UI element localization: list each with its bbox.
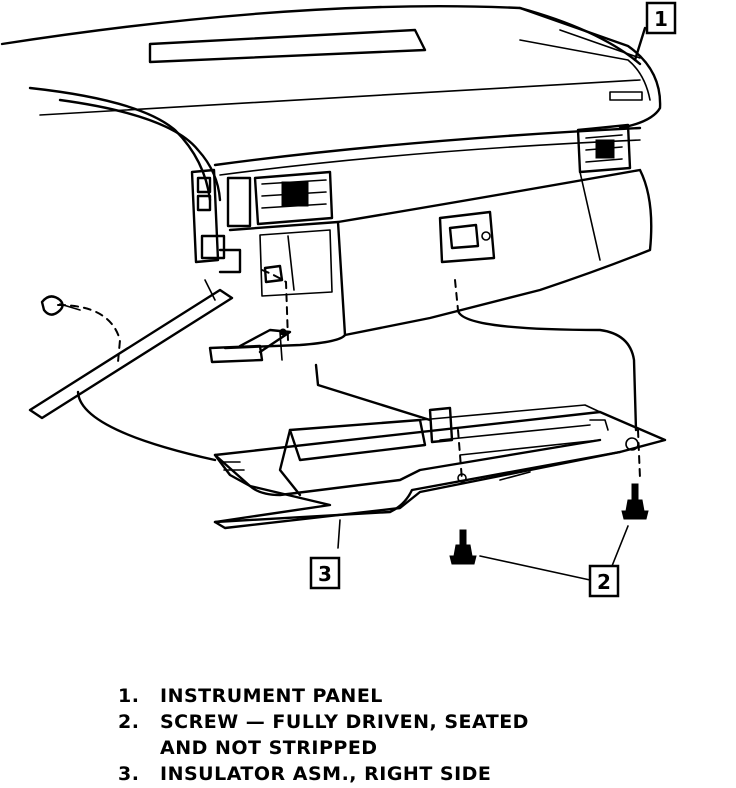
leader-lines (76, 26, 647, 581)
legend-number: 1. (118, 685, 140, 707)
callout-2: 2 (588, 564, 620, 598)
legend-text: SCREW — FULLY DRIVEN, SEATED AND NOT STR… (160, 711, 529, 759)
legend-text: INSTRUMENT PANEL (160, 685, 383, 707)
insulator-assembly (213, 404, 667, 530)
instrument-panel-diagram: 1 2 3 (0, 1, 677, 598)
legend-item: 2. SCREW — FULLY DRIVEN, SEATED AND NOT … (118, 709, 638, 761)
instrument-panel (0, 5, 662, 420)
legend-text: INSULATOR ASM., RIGHT SIDE (160, 763, 492, 785)
parts-legend: 1. INSTRUMENT PANEL 2. SCREW — FULLY DRI… (118, 683, 638, 787)
legend-number: 2. (118, 711, 140, 733)
callout-3-label: 3 (318, 562, 332, 586)
callout-1-label: 1 (654, 7, 668, 31)
legend-item: 3. INSULATOR ASM., RIGHT SIDE (118, 761, 638, 787)
screw-right (621, 483, 649, 520)
callout-1: 1 (645, 1, 677, 35)
callout-3: 3 (309, 556, 341, 590)
legend-number: 3. (118, 763, 140, 785)
retainer-clip (40, 295, 81, 316)
screw-left (449, 529, 477, 565)
legend-item: 1. INSTRUMENT PANEL (118, 683, 638, 709)
callout-2-label: 2 (597, 570, 611, 594)
